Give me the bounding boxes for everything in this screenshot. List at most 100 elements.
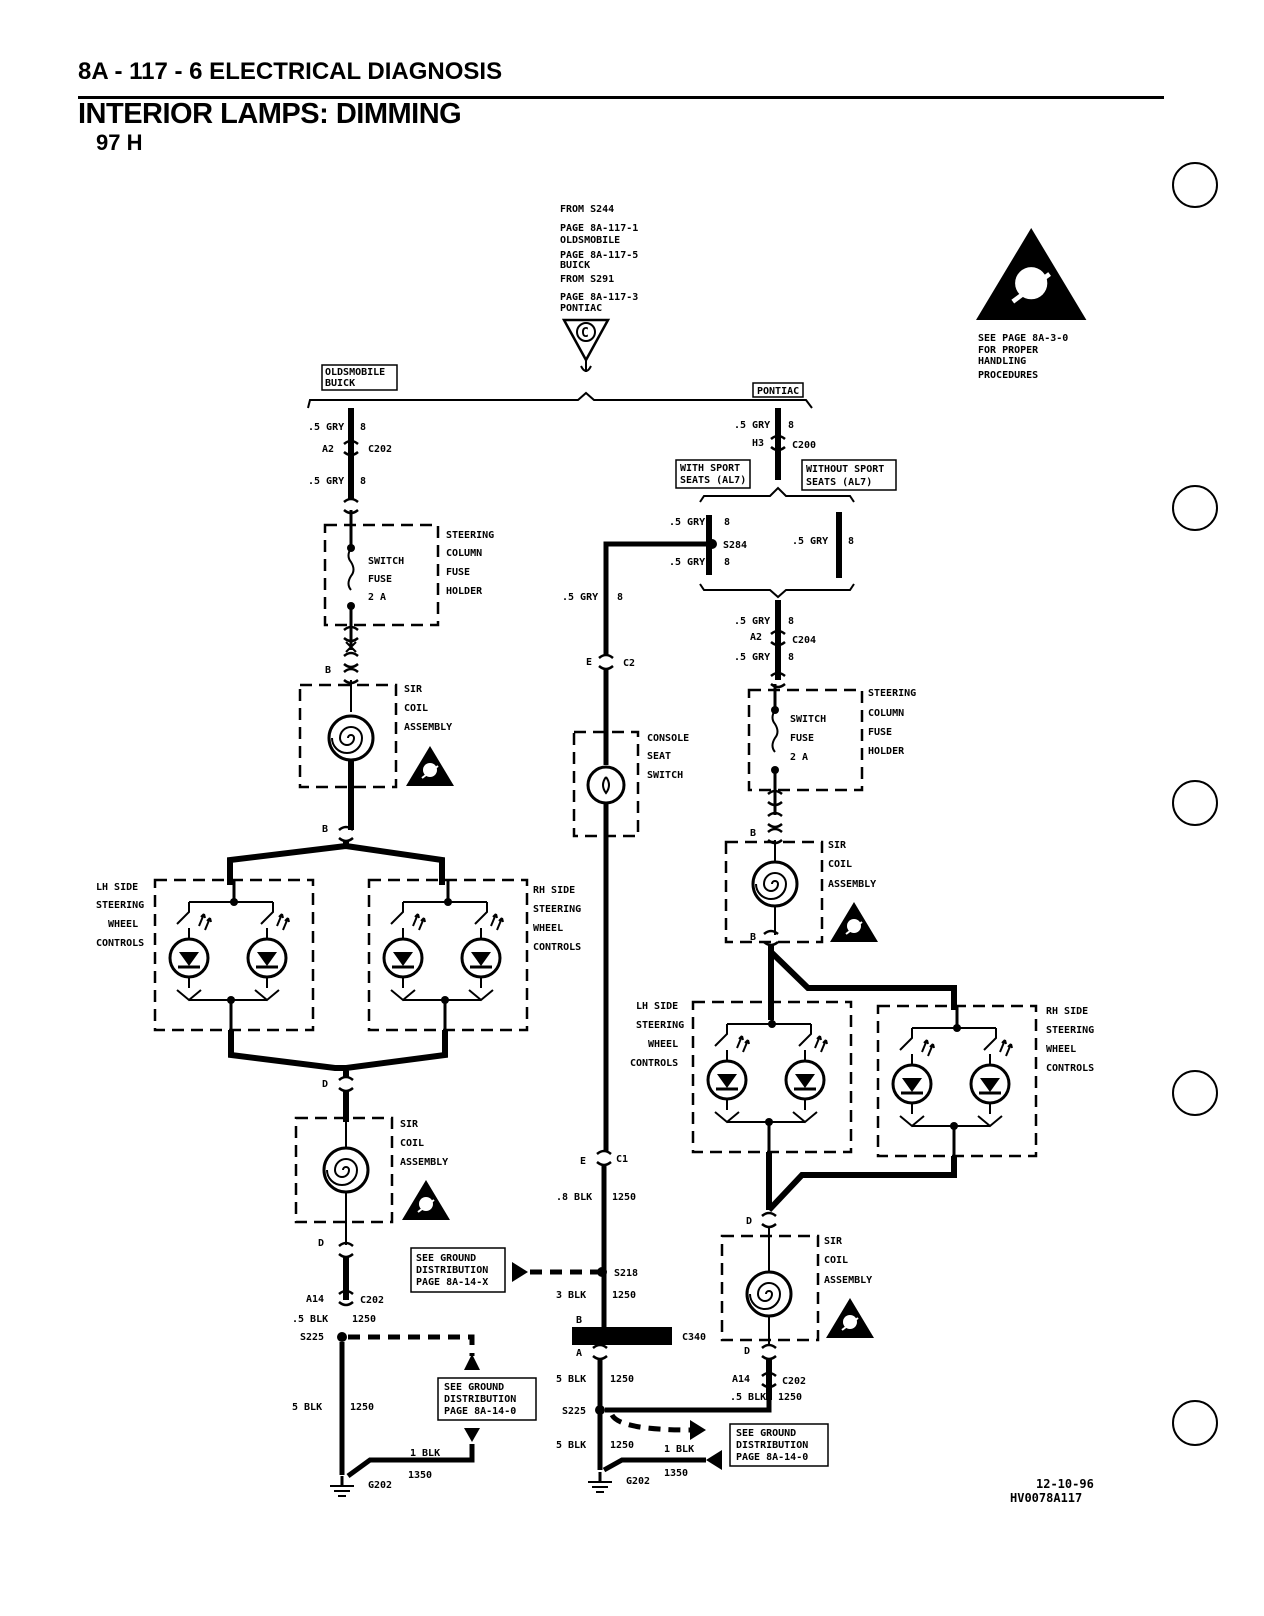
svg-text:COIL: COIL: [404, 703, 428, 714]
svg-text:A14: A14: [306, 1294, 324, 1305]
svg-text:DISTRIBUTION: DISTRIBUTION: [736, 1440, 808, 1451]
svg-text:3 BLK: 3 BLK: [556, 1290, 586, 1301]
rh-steering-wheel-controls: [878, 1006, 1036, 1156]
svg-text:CONSOLE: CONSOLE: [647, 733, 689, 744]
source-line: PONTIAC: [560, 303, 602, 314]
svg-text:S225: S225: [562, 1406, 586, 1417]
fuse-icon: [347, 547, 355, 591]
svg-text:D: D: [322, 1079, 328, 1090]
svg-text:.5 GRY: .5 GRY: [734, 652, 770, 663]
svg-text:S225: S225: [300, 1332, 324, 1343]
svg-text:LH SIDE: LH SIDE: [636, 1001, 678, 1012]
svg-text:.5 GRY: .5 GRY: [308, 476, 344, 487]
svg-text:.5 GRY: .5 GRY: [308, 422, 344, 433]
svg-text:C204: C204: [792, 635, 816, 646]
option-pontiac: PONTIAC: [752, 382, 804, 398]
svg-text:ASSEMBLY: ASSEMBLY: [400, 1157, 448, 1168]
svg-text:SIR: SIR: [404, 684, 423, 695]
svg-text:C1: C1: [616, 1154, 628, 1165]
svg-text:C200: C200: [792, 440, 816, 451]
svg-text:CONTROLS: CONTROLS: [630, 1058, 678, 1069]
svg-text:2 A: 2 A: [368, 592, 386, 603]
svg-text:SEE PAGE 8A-3-0: SEE PAGE 8A-3-0: [978, 333, 1068, 344]
sir-coil-icon: [322, 1146, 370, 1194]
svg-text:SEAT: SEAT: [647, 751, 671, 762]
svg-text:.5 GRY: .5 GRY: [562, 592, 598, 603]
svg-text:COIL: COIL: [824, 1255, 848, 1266]
svg-text:SIR: SIR: [824, 1236, 843, 1247]
page-subtitle: 97 H: [96, 130, 143, 155]
svg-text:ASSEMBLY: ASSEMBLY: [824, 1275, 872, 1286]
svg-text:C2: C2: [623, 658, 635, 669]
svg-text:PAGE 8A-14-0: PAGE 8A-14-0: [444, 1406, 516, 1417]
svg-text:C202: C202: [360, 1295, 384, 1306]
svg-text:WITH SPORT: WITH SPORT: [680, 463, 740, 474]
svg-text:A14: A14: [732, 1374, 750, 1385]
svg-text:.5 GRY: .5 GRY: [669, 517, 705, 528]
svg-text:8: 8: [788, 616, 794, 627]
fuse-icon: [771, 709, 779, 753]
svg-text:S284: S284: [723, 540, 747, 551]
svg-text:1 BLK: 1 BLK: [410, 1448, 440, 1459]
svg-text:HANDLING: HANDLING: [978, 356, 1026, 367]
svg-text:RH SIDE: RH SIDE: [533, 885, 575, 896]
svg-text:SWITCH: SWITCH: [368, 556, 404, 567]
esd-warning: SEE PAGE 8A-3-0 FOR PROPER HANDLING PROC…: [976, 228, 1086, 381]
sir-coil-icon: [327, 714, 375, 762]
svg-text:1250: 1250: [610, 1374, 634, 1385]
svg-text:8: 8: [360, 476, 366, 487]
esd-hand-warning-icon: [976, 228, 1086, 320]
svg-text:.5 GRY: .5 GRY: [734, 616, 770, 627]
svg-text:D: D: [744, 1346, 750, 1357]
svg-text:.5 GRY: .5 GRY: [734, 420, 770, 431]
svg-text:.5 GRY: .5 GRY: [669, 557, 705, 568]
source-line: PAGE 8A-117-3: [560, 292, 638, 303]
branch-pontiac: .5 GRY 8 H3 C200 WITH SPORT SEATS (AL7) …: [602, 408, 1094, 1479]
svg-text:.8 BLK: .8 BLK: [556, 1192, 592, 1203]
svg-text:.5 BLK: .5 BLK: [730, 1392, 766, 1403]
svg-text:2 A: 2 A: [790, 752, 808, 763]
binder-hole: [1172, 1400, 1218, 1446]
c340-connector: [572, 1327, 672, 1345]
svg-text:STEERING: STEERING: [533, 904, 581, 915]
esd-warning-icon: [405, 745, 455, 787]
lh-steering-wheel-controls: [155, 880, 313, 1030]
svg-text:ASSEMBLY: ASSEMBLY: [404, 722, 452, 733]
source-line: FROM S244: [560, 204, 614, 215]
footer-code: HV0078A117: [1010, 1491, 1082, 1505]
sir-coil-icon: [745, 1270, 793, 1318]
svg-text:OLDSMOBILE: OLDSMOBILE: [325, 367, 385, 378]
source-line: BUICK: [560, 260, 590, 271]
svg-text:WHEEL: WHEEL: [108, 919, 138, 930]
svg-text:WHEEL: WHEEL: [648, 1039, 678, 1050]
svg-text:DISTRIBUTION: DISTRIBUTION: [416, 1265, 488, 1276]
esd-warning-icon: [829, 901, 879, 943]
svg-text:FOR PROPER: FOR PROPER: [978, 345, 1039, 356]
footer: 12-10-96 HV0078A117: [1010, 1477, 1094, 1505]
svg-text:SIR: SIR: [828, 840, 847, 851]
svg-text:COLUMN: COLUMN: [446, 548, 482, 559]
ground-icon: [586, 1470, 614, 1494]
svg-text:H3: H3: [752, 438, 764, 449]
header-rule: [78, 96, 1164, 99]
svg-text:B: B: [576, 1315, 582, 1326]
lh-steering-wheel-controls: [693, 1002, 851, 1152]
page-reference: 8A - 117 - 6 ELECTRICAL DIAGNOSIS: [78, 58, 503, 85]
svg-text:LH SIDE: LH SIDE: [96, 882, 138, 893]
svg-text:PAGE 8A-14-0: PAGE 8A-14-0: [736, 1452, 808, 1463]
svg-text:RH SIDE: RH SIDE: [1046, 1006, 1088, 1017]
binder-hole: [1172, 1070, 1218, 1116]
sir-coil-icon: [751, 860, 799, 908]
connector-letter: C: [581, 326, 589, 341]
source-line: PAGE 8A-117-5: [560, 250, 638, 261]
svg-text:PAGE 8A-14-X: PAGE 8A-14-X: [416, 1277, 488, 1288]
binder-hole: [1172, 162, 1218, 208]
svg-text:1250: 1250: [352, 1314, 376, 1325]
svg-text:FUSE: FUSE: [446, 567, 470, 578]
svg-text:SWITCH: SWITCH: [647, 770, 683, 781]
svg-text:5 BLK: 5 BLK: [556, 1440, 586, 1451]
svg-text:DISTRIBUTION: DISTRIBUTION: [444, 1394, 516, 1405]
svg-text:G202: G202: [368, 1480, 392, 1491]
binder-hole: [1172, 780, 1218, 826]
fuse-holder-box: [747, 688, 864, 792]
